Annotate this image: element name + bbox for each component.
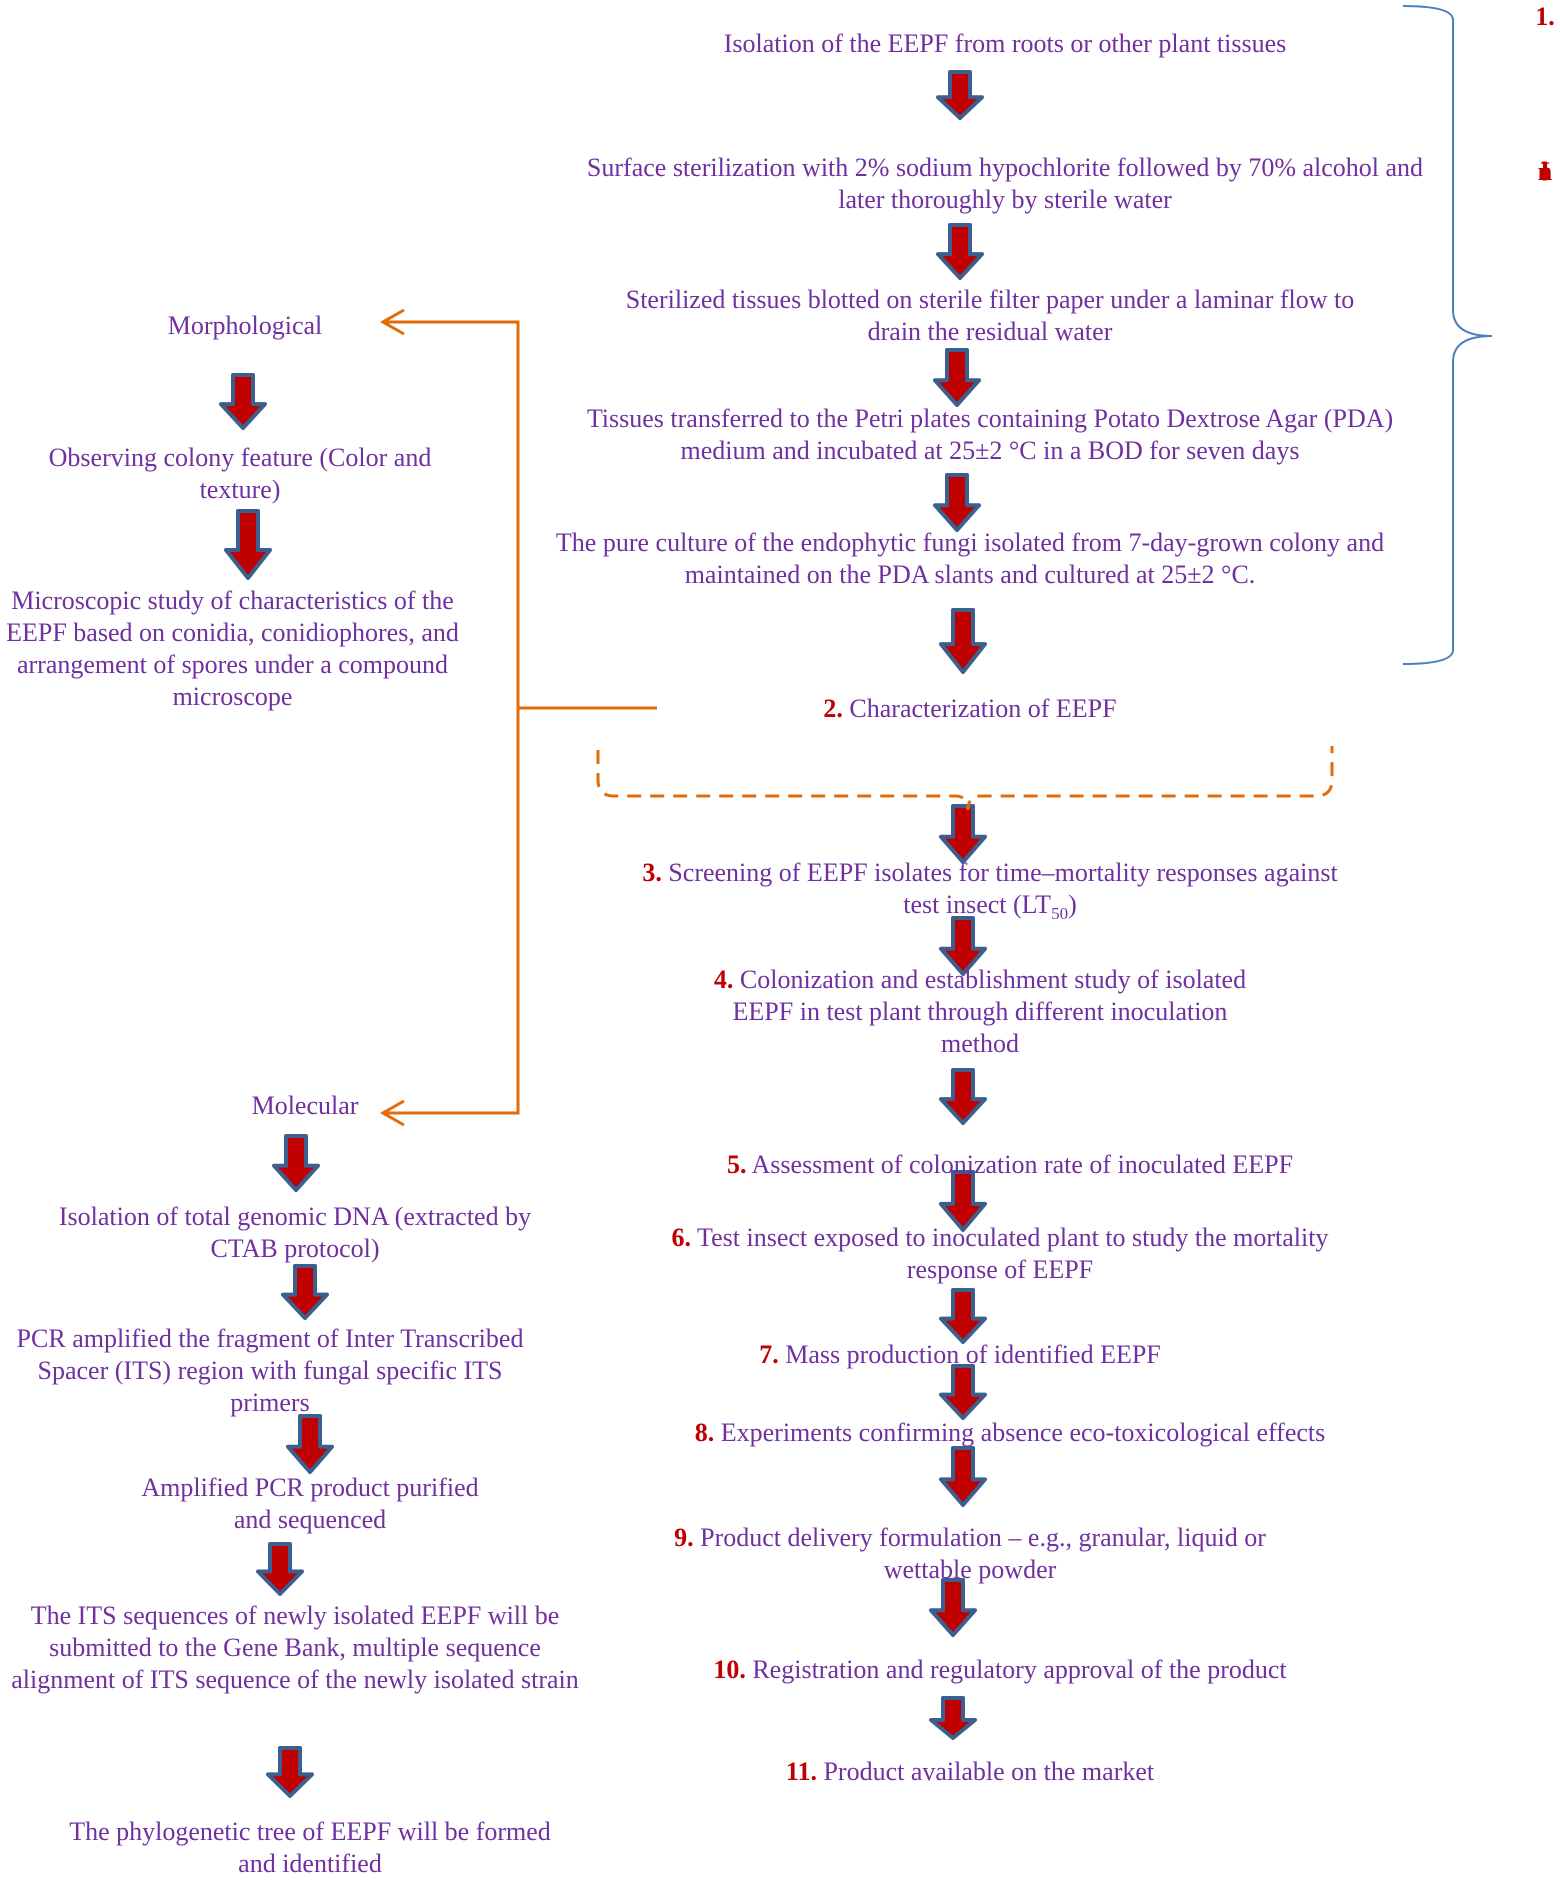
pipeline-step-6: 6. Test insect exposed to inoculated pla… <box>630 1222 1370 1286</box>
isolation-letter: s <box>1539 157 1551 186</box>
flow-arrows <box>219 70 987 1798</box>
step-number: 11. <box>785 1757 817 1786</box>
down-arrow-icon <box>929 1578 977 1637</box>
morphological-step-2: Microscopic study of characteristics of … <box>6 586 459 711</box>
pipeline-step-9: 9. Product delivery formulation – e.g., … <box>640 1522 1300 1586</box>
dashed-bracket <box>596 746 1334 811</box>
step-text: Screening of EEPF isolates for time–mort… <box>668 858 1338 919</box>
step-number: 9. <box>674 1523 694 1552</box>
isolation-letter: t <box>1540 157 1550 186</box>
pipeline-step-4: 4. Colonization and establishment study … <box>700 964 1260 1060</box>
step-number: 10. <box>713 1655 746 1684</box>
step-number: 7. <box>759 1340 779 1369</box>
step-text: Product delivery formulation – e.g., gra… <box>700 1523 1266 1584</box>
molecular-step-4: The ITS sequences of newly isolated EEPF… <box>11 1601 579 1694</box>
molecular-step-2: PCR amplified the fragment of Inter Tran… <box>16 1324 524 1417</box>
step-text: Experiments confirming absence eco-toxic… <box>720 1418 1326 1447</box>
morphological-step-1: Observing colony feature (Color and text… <box>48 443 432 504</box>
step-text: Registration and regulatory approval of … <box>752 1655 1287 1684</box>
branch-connector <box>379 308 657 1127</box>
isolation-step-1: Isolation of the EEPF from roots or othe… <box>723 29 1287 58</box>
pipeline-step-7: 7. Mass production of identified EEPF <box>650 1339 1270 1371</box>
molecular-step-5: The phylogenetic tree of EEPF will be fo… <box>69 1817 551 1878</box>
isolation-letter: l <box>1541 157 1549 186</box>
step-text: Test insect exposed to inoculated plant … <box>697 1223 1329 1284</box>
down-arrow-icon <box>281 1264 329 1320</box>
characterization-number: 2. <box>823 694 843 723</box>
step-text: Colonization and establishment study of … <box>732 965 1247 1058</box>
isolation-letter: i <box>1541 157 1549 186</box>
molecular-title: Molecular <box>251 1091 359 1120</box>
pipeline-step-10: 10. Registration and regulatory approval… <box>640 1654 1360 1686</box>
molecular-step-1: Isolation of total genomic DNA (extracte… <box>58 1202 532 1263</box>
pipeline-step-11: 11. Product available on the market <box>680 1756 1260 1788</box>
isolation-step-5: The pure culture of the endophytic fungi… <box>555 528 1385 589</box>
isolation-step-4: Tissues transferred to the Petri plates … <box>586 404 1394 465</box>
isolation-step-3: Sterilized tissues blotted on sterile fi… <box>625 285 1355 346</box>
step-tail: ) <box>1068 890 1077 919</box>
down-arrow-icon <box>256 1542 304 1596</box>
down-arrow-icon <box>939 916 987 976</box>
down-arrow-icon <box>939 1364 987 1420</box>
isolation-section-number: 1. <box>1535 2 1555 31</box>
isolation-step-2: Surface sterilization with 2% sodium hyp… <box>586 153 1424 214</box>
step-number: 6. <box>671 1223 692 1252</box>
isolation-letter: a <box>1538 157 1552 186</box>
pipeline-step-8: 8. Experiments confirming absence eco-to… <box>620 1417 1400 1449</box>
down-arrow-icon <box>939 608 987 674</box>
step-text: Product available on the market <box>823 1757 1155 1786</box>
step-text: Assessment of colonization rate of inocu… <box>751 1150 1294 1179</box>
down-arrow-icon <box>939 1170 987 1232</box>
pipeline-step-5: 5. Assessment of colonization rate of in… <box>640 1149 1380 1181</box>
step-number: 4. <box>713 965 734 994</box>
characterization-text: Characterization of EEPF <box>849 694 1117 723</box>
down-arrow-icon <box>933 473 981 532</box>
isolation-letter: o <box>1538 157 1552 186</box>
down-arrow-icon <box>219 373 267 430</box>
down-arrow-icon <box>939 1068 987 1125</box>
down-arrow-icon <box>939 1288 987 1344</box>
pipeline-step-3: 3. Screening of EEPF isolates for time–m… <box>640 857 1340 930</box>
down-arrow-icon <box>286 1414 334 1474</box>
down-arrow-icon <box>939 1446 987 1507</box>
down-arrow-icon <box>933 348 981 407</box>
down-arrow-icon <box>929 1696 977 1740</box>
step-number: 5. <box>726 1150 747 1179</box>
down-arrow-icon <box>266 1746 314 1798</box>
isolation-letter: n <box>1537 157 1553 186</box>
isolation-letter: o <box>1538 157 1552 186</box>
down-arrow-icon <box>936 70 984 120</box>
molecular-step-3: Amplified PCR product purified and seque… <box>141 1473 479 1534</box>
down-arrow-icon <box>939 804 987 864</box>
down-arrow-icon <box>936 223 984 280</box>
isolation-brace <box>1402 5 1493 665</box>
step-number: 8. <box>694 1418 715 1447</box>
down-arrow-icon <box>224 509 272 580</box>
lt-subscript: 50 <box>1051 904 1069 924</box>
isolation-letter: I <box>1539 157 1551 186</box>
morphological-title: Morphological <box>167 311 323 340</box>
step-number: 3. <box>642 858 662 887</box>
step-text: Mass production of identified EEPF <box>785 1340 1161 1369</box>
characterization-label: 2. Characterization of EEPF <box>690 693 1250 725</box>
down-arrow-icon <box>272 1134 320 1192</box>
